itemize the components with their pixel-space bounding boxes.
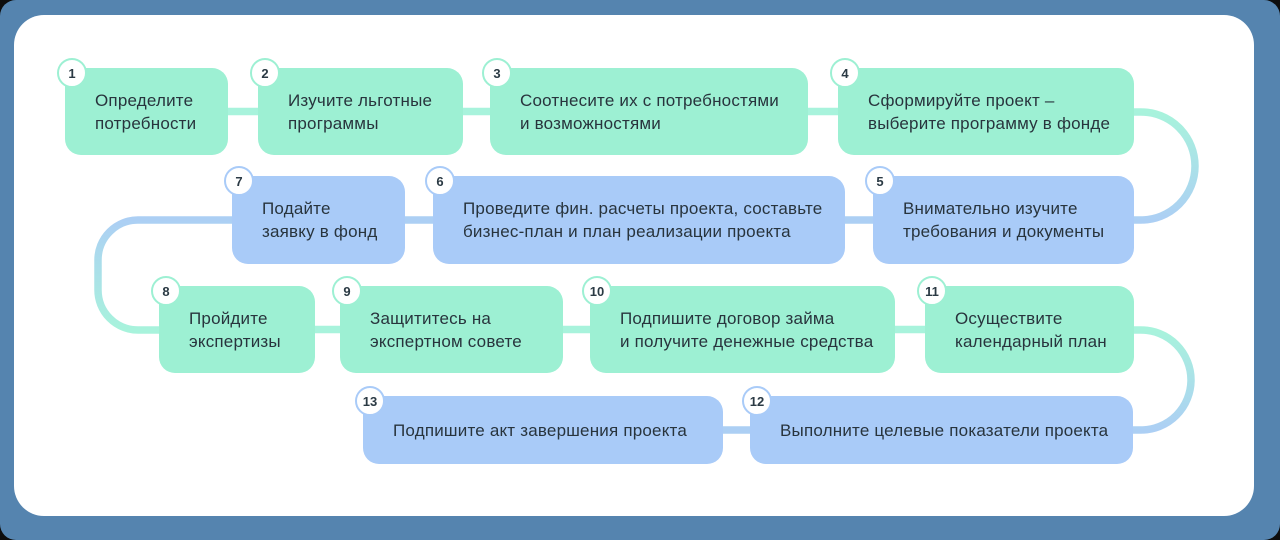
step-box-2: 2 Изучите льготные программы	[250, 58, 463, 155]
step-text: Защититесь на экспертном совете	[370, 308, 522, 351]
step-box-11: 11 Осуществите календарный план	[917, 276, 1134, 373]
step-number-badge: 10	[582, 276, 612, 306]
step-box-8: 8 Пройдите экспертизы	[151, 276, 315, 373]
step-number-badge: 6	[425, 166, 455, 196]
step-number-badge: 9	[332, 276, 362, 306]
step-text: Изучите льготные программы	[288, 90, 433, 133]
step-box-7: 7 Подайте заявку в фонд	[224, 166, 405, 264]
step-text: Подпишите акт завершения проекта	[393, 420, 687, 440]
step-text: Определите потребности	[95, 90, 197, 133]
step-box-12: 12 Выполните целевые показатели проекта	[742, 386, 1133, 464]
step-number-badge: 12	[742, 386, 772, 416]
step-text: Пройдите экспертизы	[189, 308, 281, 351]
step-number-badge: 4	[830, 58, 860, 88]
step-number-badge: 3	[482, 58, 512, 88]
step-number-badge: 11	[917, 276, 947, 306]
step-box-4: 4 Сформируйте проект – выберите программ…	[830, 58, 1134, 155]
step-text: Подпишите договор займа и получите денеж…	[620, 308, 874, 351]
step-text: Выполните целевые показатели проекта	[780, 420, 1109, 440]
step-number-badge: 1	[57, 58, 87, 88]
step-box-3: 3 Соотнесите их с потребностями и возмож…	[482, 58, 808, 155]
step-number-badge: 5	[865, 166, 895, 196]
step-number-badge: 8	[151, 276, 181, 306]
step-number-badge: 7	[224, 166, 254, 196]
step-text: Сформируйте проект – выберите программу …	[868, 90, 1111, 133]
step-number-badge: 13	[355, 386, 385, 416]
step-text: Подайте заявку в фонд	[262, 199, 378, 241]
step-text: Осуществите календарный план	[955, 308, 1107, 351]
step-box-6: 6 Проведите фин. расчеты проекта, состав…	[425, 166, 845, 264]
step-box-10: 10 Подпишите договор займа и получите де…	[582, 276, 895, 373]
step-box-5: 5 Внимательно изучите требования и докум…	[865, 166, 1134, 264]
step-text: Соотнесите их с потребностями и возможно…	[520, 90, 779, 133]
step-box-13: 13 Подпишите акт завершения проекта	[355, 386, 723, 464]
step-number-badge: 2	[250, 58, 280, 88]
step-text: Проведите фин. расчеты проекта, составьт…	[463, 199, 823, 241]
step-text: Внимательно изучите требования и докумен…	[903, 199, 1105, 241]
step-box-9: 9 Защититесь на экспертном совете	[332, 276, 563, 373]
step-box-1: 1 Определите потребности	[57, 58, 228, 155]
